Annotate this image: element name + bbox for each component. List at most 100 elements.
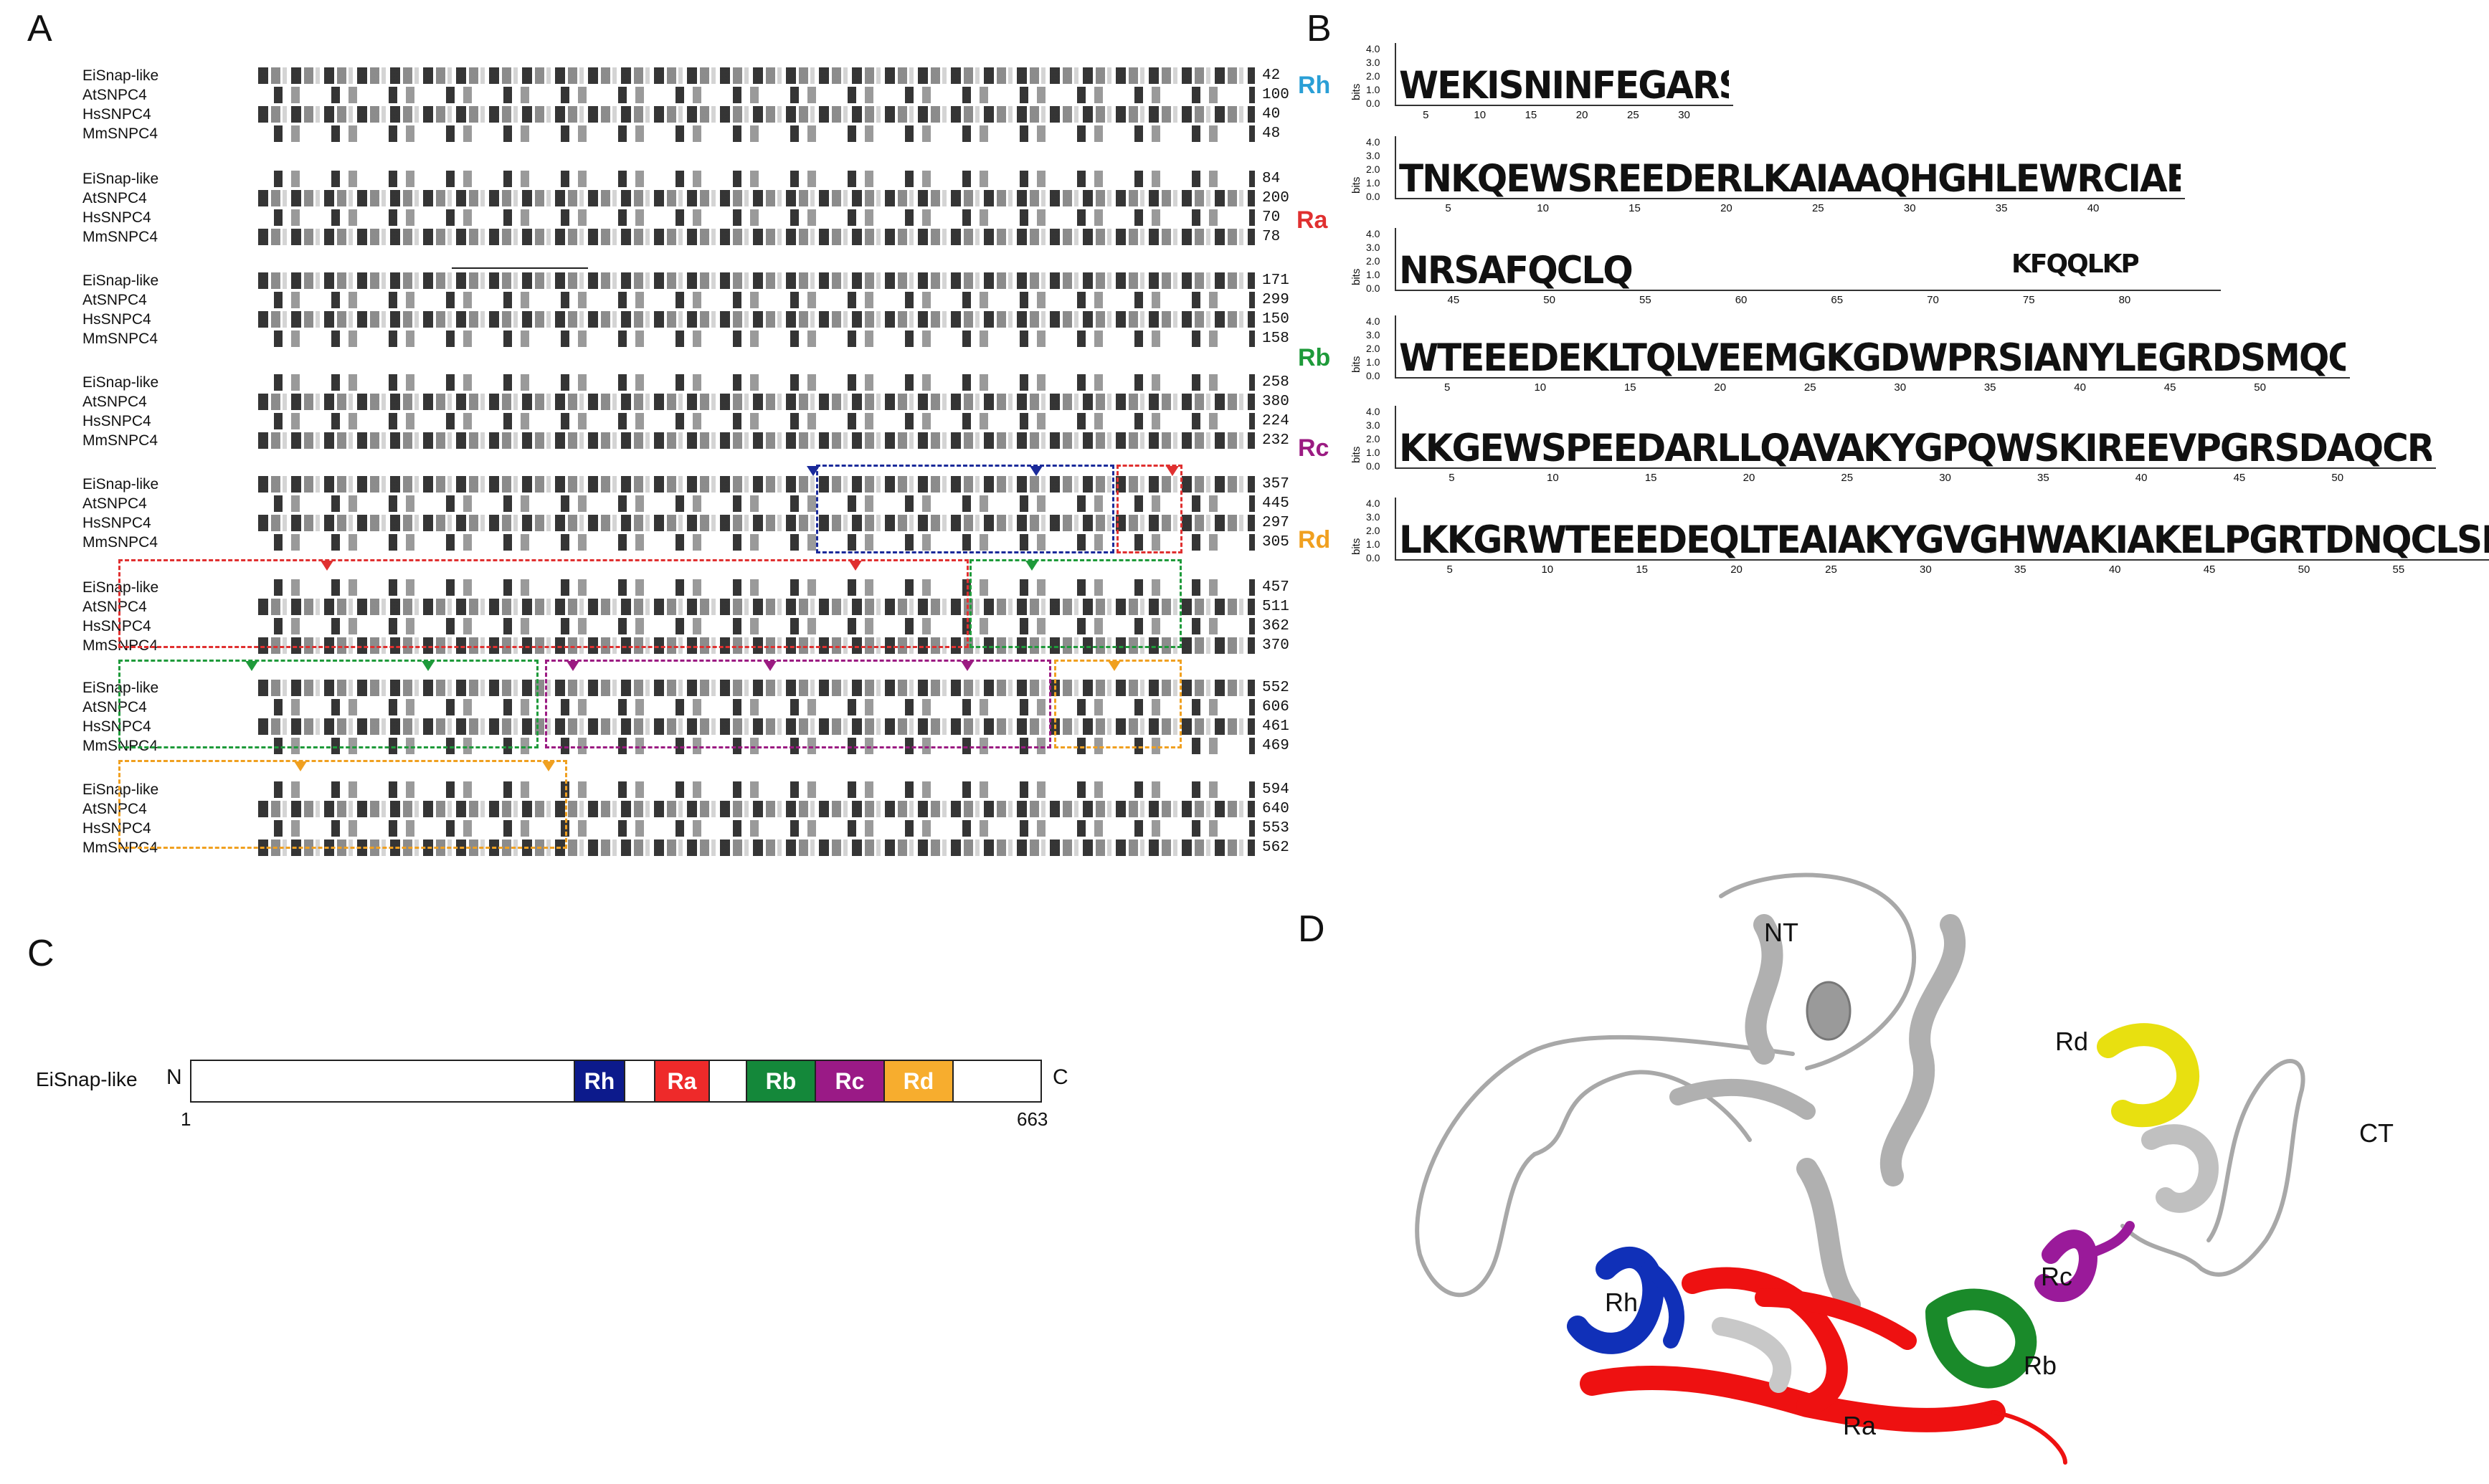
y-tick-label: 4.0 <box>1366 406 1380 417</box>
y-tick-label: 3.0 <box>1366 329 1380 341</box>
repeat-label: Rc <box>1298 434 1329 462</box>
residue-count: 158 <box>1262 330 1289 347</box>
aligned-sequence <box>258 579 1255 596</box>
helix-end <box>1806 981 1852 1041</box>
species-name: MmSNPC4 <box>82 125 158 142</box>
x-tick-label: 50 <box>2298 563 2310 576</box>
x-tick-label: 60 <box>1735 294 1748 306</box>
y-tick-label: 1.0 <box>1366 356 1380 368</box>
species-name: EiSnap-like <box>82 476 159 493</box>
residue-count: 297 <box>1262 515 1289 531</box>
helix-ra <box>1682 1267 1848 1416</box>
helix-rh-2 <box>1641 1261 1684 1349</box>
ct-label: CT <box>2359 1118 2394 1148</box>
species-name: MmSNPC4 <box>82 229 158 245</box>
species-name: HsSNPC4 <box>82 209 151 226</box>
marker-arrow <box>1108 661 1121 671</box>
helix-core <box>1796 1158 1861 1316</box>
species-name: EiSnap-like <box>82 781 159 798</box>
rc-box <box>545 660 1051 748</box>
x-tick-label: 25 <box>1811 202 1824 214</box>
residue-count: 84 <box>1262 171 1281 187</box>
residue-count: 457 <box>1262 579 1289 596</box>
bits-axis-label: bits <box>1350 83 1362 100</box>
marker-arrow <box>807 466 820 476</box>
x-tick-label: 80 <box>2118 294 2131 306</box>
residue-count: 362 <box>1262 618 1289 634</box>
y-tick-label: 1.0 <box>1366 177 1380 189</box>
domain-rb: Rb <box>746 1060 816 1103</box>
x-tick-label: 20 <box>1575 109 1588 121</box>
logo-letters-tail: KFQQLKP <box>2011 249 2138 279</box>
aligned-sequence <box>258 637 1255 654</box>
logo-axes <box>1395 315 2350 379</box>
marker-arrow <box>764 661 777 671</box>
logo-axes <box>1395 43 1733 106</box>
aligned-sequence <box>258 680 1255 696</box>
helix-grey-2 <box>1712 1317 1792 1393</box>
aligned-sequence <box>258 699 1255 715</box>
x-tick-label: 30 <box>1920 563 1932 576</box>
y-tick-label: 3.0 <box>1366 511 1380 523</box>
residue-count: 640 <box>1262 801 1289 817</box>
x-tick-label: 45 <box>2163 381 2176 394</box>
y-tick-label: 0.0 <box>1366 370 1380 381</box>
helix-ra-2 <box>1755 1288 1917 1350</box>
residue-count: 70 <box>1262 209 1281 226</box>
loop-nt <box>1719 872 1917 1070</box>
x-tick-label: 5 <box>1446 563 1453 576</box>
c-terminus-label: C <box>1053 1065 1068 1089</box>
repeat-label: Ra <box>1296 206 1328 234</box>
residue-count: 461 <box>1262 718 1289 735</box>
x-tick-label: 45 <box>1447 294 1460 306</box>
x-tick-label: 15 <box>1644 472 1657 484</box>
rd-label: Rd <box>2055 1027 2089 1056</box>
marker-arrow <box>542 761 555 771</box>
x-tick-label: 15 <box>1525 109 1537 121</box>
ra-box-top <box>1117 465 1182 553</box>
loop-ct <box>2199 1059 2305 1277</box>
y-tick-label: 0.0 <box>1366 282 1380 294</box>
ra-box <box>118 559 969 648</box>
x-tick-label: 40 <box>2108 563 2121 576</box>
rh-label: Rh <box>1605 1288 1639 1317</box>
residue-count: 40 <box>1262 106 1281 123</box>
logo-letters: WEKISNINFEGARSAEEIRKFWQSSEHPSI <box>1399 63 1729 108</box>
residue-count: 370 <box>1262 637 1289 654</box>
residue-count: 150 <box>1262 311 1289 328</box>
residue-count: 232 <box>1262 432 1289 449</box>
species-name: EiSnap-like <box>82 272 159 289</box>
species-name: EiSnap-like <box>82 67 159 84</box>
x-tick-label: 40 <box>2135 472 2148 484</box>
species-name: HsSNPC4 <box>82 718 151 735</box>
x-tick-label: 25 <box>1803 381 1816 394</box>
x-tick-label: 5 <box>1445 202 1451 214</box>
panel-letter-c: C <box>27 933 54 974</box>
residue-count: 552 <box>1262 680 1289 696</box>
aligned-sequence <box>258 618 1255 634</box>
panel-letter-d: D <box>1298 908 1325 950</box>
marker-arrow <box>961 661 974 671</box>
rb-box-top <box>969 559 1182 648</box>
residue-count: 42 <box>1262 67 1281 84</box>
aligned-sequence <box>258 190 1255 206</box>
residue-count: 380 <box>1262 394 1289 410</box>
species-name: AtSNPC4 <box>82 495 147 512</box>
rc-label: Rc <box>2041 1262 2072 1291</box>
bits-axis-label: bits <box>1350 356 1362 373</box>
logo-axes <box>1395 498 2489 561</box>
bits-axis-label: bits <box>1350 446 1362 463</box>
repeat-label: Rb <box>1298 344 1331 371</box>
x-tick-label: 30 <box>1903 202 1916 214</box>
species-name: HsSNPC4 <box>82 820 151 837</box>
loop-left <box>1415 1034 1795 1298</box>
y-tick-label: 1.0 <box>1366 538 1380 550</box>
